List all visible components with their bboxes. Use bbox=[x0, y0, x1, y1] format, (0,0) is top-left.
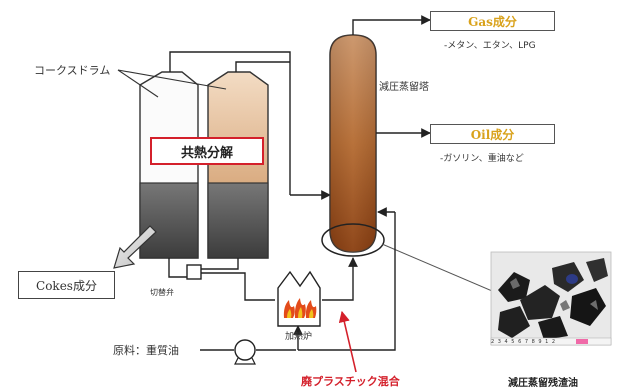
furnace-icon bbox=[277, 270, 321, 327]
oil-component-box: Oil成分 bbox=[430, 124, 555, 144]
residue-highlight-ellipse bbox=[321, 223, 385, 257]
plastic-mix-label: 廃プラスチック混合 bbox=[301, 375, 400, 388]
cokes-component-box: Cokes成分 bbox=[18, 271, 115, 299]
oil-component-label: Oil成分 bbox=[470, 127, 515, 142]
plastic-injection-arrow bbox=[338, 310, 357, 373]
coke-drum-pointer-left bbox=[117, 69, 159, 98]
gas-component-box: Gas成分 bbox=[430, 11, 555, 31]
pump-icon bbox=[234, 339, 256, 365]
co-pyrolysis-label: 共熱分解 bbox=[180, 145, 233, 161]
gas-component-detail: -メタン、エタン、LPG bbox=[444, 41, 536, 51]
residue-photo bbox=[490, 251, 612, 346]
residue-label: 減圧蒸留残渣油 bbox=[508, 378, 578, 389]
cokes-outlet-arrow-icon bbox=[113, 225, 157, 269]
cokes-component-label: Cokes成分 bbox=[36, 278, 97, 293]
switch-valve-label: 切替弁 bbox=[150, 288, 174, 297]
oil-component-detail: -ガソリン、重油など bbox=[440, 154, 524, 164]
gas-component-label: Gas成分 bbox=[468, 14, 517, 29]
gas-outlet-line bbox=[352, 15, 431, 35]
feed-label: 原料：重質油 bbox=[113, 344, 179, 357]
furnace-label: 加熱炉 bbox=[285, 332, 313, 342]
vacuum-tower-label: 減圧蒸留塔 bbox=[379, 82, 429, 93]
coke-drum-pointer-right bbox=[117, 69, 227, 90]
coke-drum-right bbox=[207, 71, 269, 259]
switch-valve-icon bbox=[186, 264, 202, 280]
coke-drum-left bbox=[139, 71, 199, 259]
vacuum-tower bbox=[321, 34, 385, 257]
bottom-piping bbox=[168, 207, 396, 351]
coke-drum-label: コークスドラム bbox=[34, 64, 111, 77]
drum-overhead-piping bbox=[169, 51, 331, 200]
ruler-scale: 2 3 4 5 6 7 8 9 1 2 bbox=[491, 339, 557, 345]
co-pyrolysis-box: 共熱分解 bbox=[150, 137, 264, 165]
